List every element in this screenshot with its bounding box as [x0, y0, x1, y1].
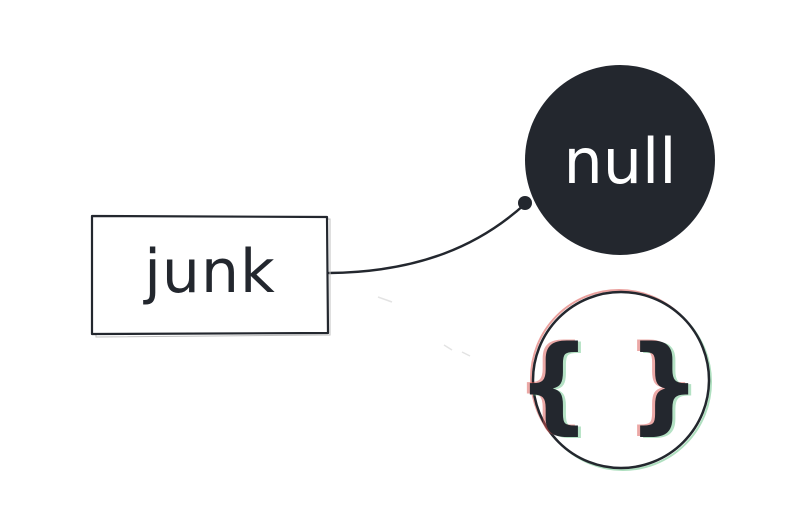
- faint-residue: [377, 296, 471, 357]
- node-junk[interactable]: junk: [90, 214, 331, 338]
- junk-label: junk: [142, 237, 275, 307]
- object-label-fringe-red: { }: [514, 322, 698, 444]
- connector-line: [327, 202, 527, 275]
- object-label: { }: [517, 323, 701, 445]
- junk-box: [90, 214, 330, 336]
- connector-endpoint-dot: [518, 196, 532, 210]
- junk-to-null-connector: [327, 196, 532, 275]
- object-label-fringe-green: { }: [520, 324, 704, 446]
- node-object[interactable]: { } { } { }: [514, 289, 712, 471]
- node-null[interactable]: null: [525, 65, 715, 255]
- null-circle: [525, 65, 715, 255]
- object-circle: [531, 290, 711, 470]
- null-label: null: [563, 125, 676, 198]
